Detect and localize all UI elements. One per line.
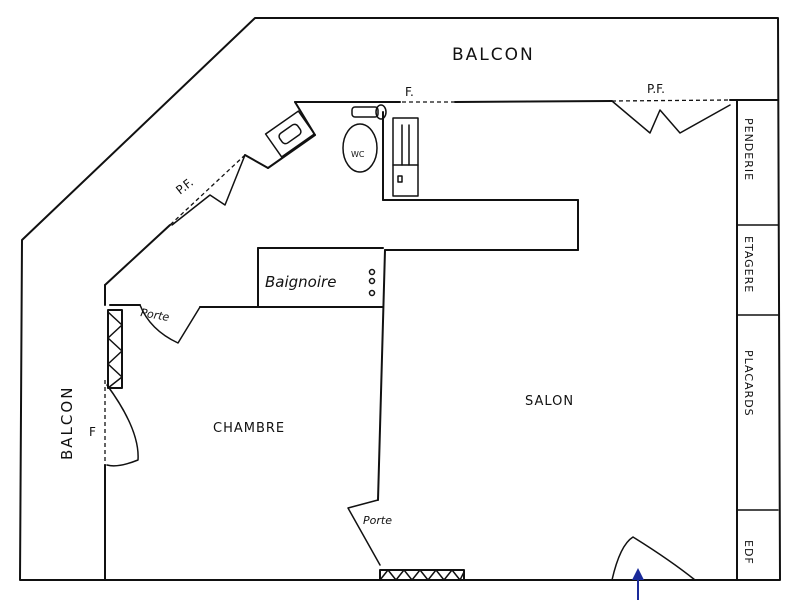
apartment-walls (104, 99, 779, 581)
label-balcon-left: BALCON (58, 386, 76, 460)
label-porte-bottom: Porte (363, 514, 392, 527)
sink-icon (264, 110, 316, 158)
label-f-top: F. (405, 85, 414, 99)
label-salon: SALON (525, 394, 574, 409)
label-edf: EDF (742, 540, 755, 565)
label-chambre: CHAMBRE (213, 421, 285, 436)
bathtub-fixtures (368, 268, 376, 297)
outer-walls (19, 17, 781, 581)
label-etagere: ETAGERE (742, 236, 755, 293)
label-baignoire: Baignoire (265, 273, 336, 291)
diagonal-french-window (169, 154, 246, 226)
label-wc: WC (351, 150, 365, 159)
toilet-icon (342, 104, 387, 173)
label-balcon-top: BALCON (452, 45, 535, 65)
bedroom-door (139, 304, 201, 344)
top-french-window (611, 99, 731, 134)
left-window (104, 380, 139, 467)
living-room-door (347, 499, 381, 566)
label-f-left: F (89, 425, 96, 439)
bottom-hatched-element (379, 569, 465, 581)
label-pf-diag: P.F. (173, 175, 196, 197)
label-penderie: PENDERIE (742, 118, 755, 181)
label-pf-top: P.F. (647, 82, 665, 96)
entrance-door (611, 536, 696, 581)
entrance-arrow-icon (632, 568, 644, 600)
shelving-unit (392, 117, 419, 197)
label-porte-left: Porte (139, 306, 170, 324)
left-hatched-column (107, 309, 123, 389)
label-placards: PLACARDS (742, 350, 755, 417)
